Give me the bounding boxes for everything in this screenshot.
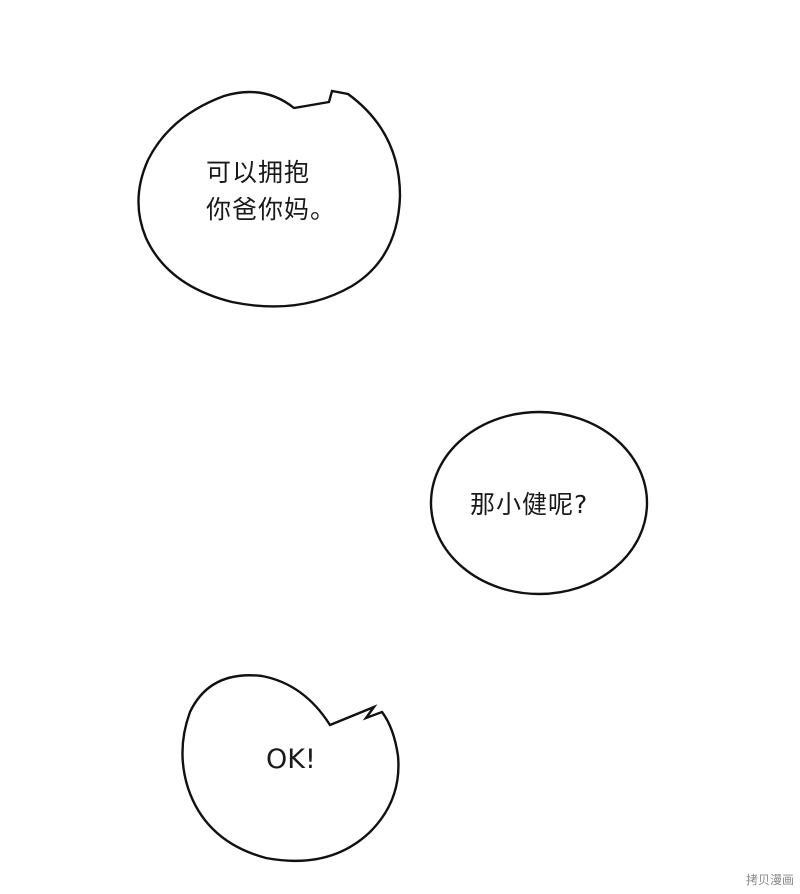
bubble-3-text: OK! <box>266 741 346 778</box>
bubble-2-text: 那小健呢? <box>470 486 630 523</box>
watermark-text: 拷贝漫画 <box>745 873 794 887</box>
bubble-1-text: 可以拥抱 你爸你妈。 <box>206 154 356 228</box>
speech-bubble-1 <box>137 89 402 308</box>
bubble-3-line-1: OK! <box>266 744 316 775</box>
speech-bubble-3 <box>181 674 400 863</box>
bubble-1-line-2: 你爸你妈。 <box>206 195 337 224</box>
bubble-2-line-1: 那小健呢? <box>470 490 589 519</box>
bubble-1-line-1: 可以拥抱 <box>206 158 311 187</box>
speech-bubble-2 <box>429 410 649 596</box>
